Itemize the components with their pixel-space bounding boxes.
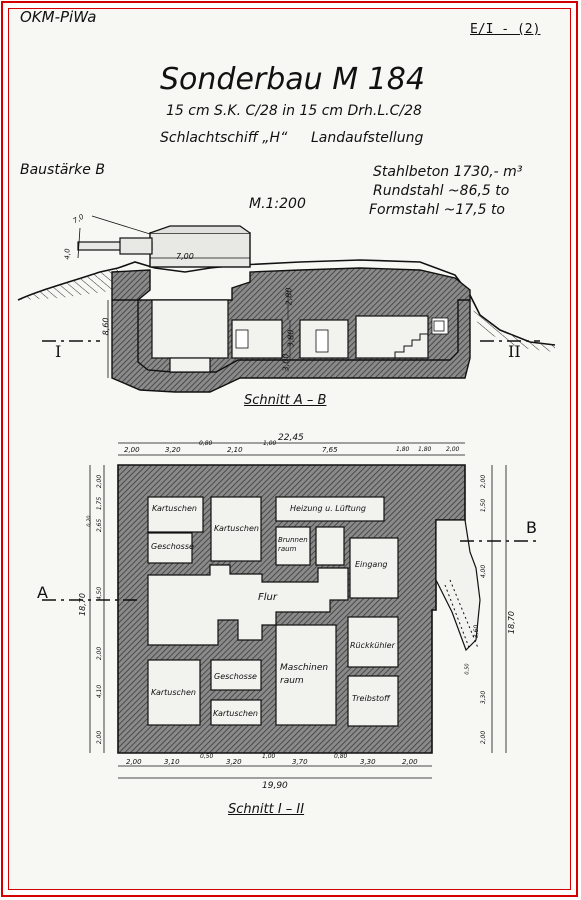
sheet-ref: E/I - (2) — [470, 22, 541, 37]
dim-left-8: 2,00 — [96, 730, 104, 745]
marker-B: B — [526, 518, 537, 537]
label-flur: Flur — [258, 592, 277, 603]
plan-room-kartuschen-bc — [210, 699, 262, 726]
label-kartuschen-bc: Kartuschen — [213, 709, 258, 718]
dim-left-5: 4,50 — [96, 586, 104, 601]
dim-bottom-9: 2,00 — [402, 758, 418, 766]
dim-top-4: 2,10 — [227, 446, 243, 454]
dim-top-3: 0,80 — [199, 440, 213, 447]
gun-mantlet — [119, 237, 153, 255]
dim-left-3: 2,65 — [96, 518, 104, 533]
dim-left-2: 1,75 — [96, 496, 104, 511]
section-steps — [394, 333, 428, 358]
plan-caption: Schnitt I – II — [228, 802, 305, 817]
org-label: OKM-PiWa — [20, 8, 97, 26]
dim-top-overall: 22,45 — [278, 433, 304, 443]
dim-left-6: 2,00 — [96, 646, 104, 661]
dim-right-3: 4,00 — [480, 564, 488, 579]
dim-bottom-overall: 19,90 — [262, 781, 288, 791]
plan-room-treibstoff — [347, 675, 399, 727]
dim-bottom-1: 2,00 — [126, 758, 142, 766]
dim-right-5: 0,50 — [464, 663, 471, 675]
label-geschosse-tl: Geschosse — [151, 542, 194, 551]
rundstahl-label: Rundstahl ~86,5 to — [373, 183, 510, 199]
dim-left-overall: 18,70 — [77, 593, 87, 616]
dim-left-7: 4,10 — [96, 684, 104, 699]
soil-left — [18, 268, 118, 300]
dim-right-4: 3,60 — [473, 624, 481, 639]
dim-top-9: 2,00 — [446, 446, 460, 453]
dim-right-overall: 18,70 — [506, 611, 516, 634]
dim-top-8: 1,80 — [418, 446, 432, 453]
plan-room-small — [315, 526, 345, 566]
plan-room-flur — [147, 564, 349, 646]
dim-right-7: 2,00 — [480, 730, 488, 745]
dim-top-2: 3,20 — [165, 446, 181, 454]
subtitle-line1: 15 cm S.K. C/28 in 15 cm Drh.L.C/28 — [166, 103, 422, 119]
label-rueckkuehler: Rückkühler — [350, 641, 395, 650]
marker-A: A — [37, 583, 48, 602]
label-kartuschen-bl: Kartuschen — [151, 688, 196, 697]
plan-room-rueckkuehler — [347, 616, 399, 668]
dim-left-4: 0,20 — [86, 515, 93, 527]
marker-II-section: II — [508, 342, 521, 361]
dim-bottom-5: 1,00 — [262, 753, 276, 760]
marker-I-section: I — [55, 342, 62, 361]
label-heizung: Heizung u. Lüftung — [290, 504, 366, 513]
stahlbeton-label: Stahlbeton 1730,- m³ — [373, 164, 523, 180]
label-geschosse-bc: Geschosse — [214, 672, 257, 681]
dim-left-1: 2,00 — [96, 474, 104, 489]
scale-label: M.1:200 — [249, 196, 306, 212]
plan-room-brunnen — [275, 526, 311, 566]
dim-right-1: 2,00 — [480, 474, 488, 489]
plan-room-kartuschen-tl — [147, 496, 204, 533]
label-eingang: Eingang — [355, 560, 388, 569]
subtitle-left: Schlachtschiff „H“ — [160, 130, 288, 146]
dim-top-7: 1,80 — [396, 446, 410, 453]
plan-room-maschinen — [275, 624, 337, 726]
plan-room-kartuschen-bl — [147, 659, 201, 726]
dim-bottom-8: 3,30 — [360, 758, 376, 766]
turret-roof — [149, 225, 251, 234]
section-pit — [169, 357, 211, 373]
section-room-4 — [355, 315, 429, 359]
label-treibstoff: Treibstoff — [352, 694, 390, 703]
dim-top-1: 2,00 — [124, 446, 140, 454]
plan-room-eingang — [349, 537, 399, 599]
formstahl-label: Formstahl ~17,5 to — [369, 202, 505, 218]
label-brunnen: Brunnen raum — [278, 536, 308, 553]
plan-room-geschosse-bc — [210, 659, 262, 691]
label-maschinen: Maschinen raum — [280, 663, 329, 686]
section-room-1 — [151, 299, 229, 359]
dim-bottom-7: 0,80 — [334, 753, 348, 760]
dim-right-6: 3,30 — [480, 690, 488, 705]
plan-room-heizung — [275, 496, 385, 522]
label-kartuschen-tc: Kartuschen — [214, 524, 259, 533]
main-title: Sonderbau M 184 — [160, 62, 425, 97]
dim-bottom-3: 0,50 — [200, 753, 214, 760]
dim-bottom-6: 3,70 — [292, 758, 308, 766]
dim-top-6: 7,65 — [322, 446, 338, 454]
dim-right-2: 1,50 — [480, 498, 488, 513]
label-kartuschen-tl: Kartuschen — [152, 504, 197, 513]
dim-bottom-2: 3,10 — [164, 758, 180, 766]
baustaerke-label: Baustärke B — [20, 162, 105, 178]
subtitle-right: Landaufstellung — [311, 130, 424, 146]
plan-room-kartuschen-tc — [210, 496, 262, 562]
plan-room-geschosse-tl — [147, 532, 193, 564]
dim-turret-width: 7,00 — [176, 252, 194, 261]
dim-top-5: 1,00 — [263, 440, 277, 447]
dim-bottom-4: 3,20 — [226, 758, 242, 766]
section-ab-caption: Schnitt A – B — [244, 393, 327, 408]
